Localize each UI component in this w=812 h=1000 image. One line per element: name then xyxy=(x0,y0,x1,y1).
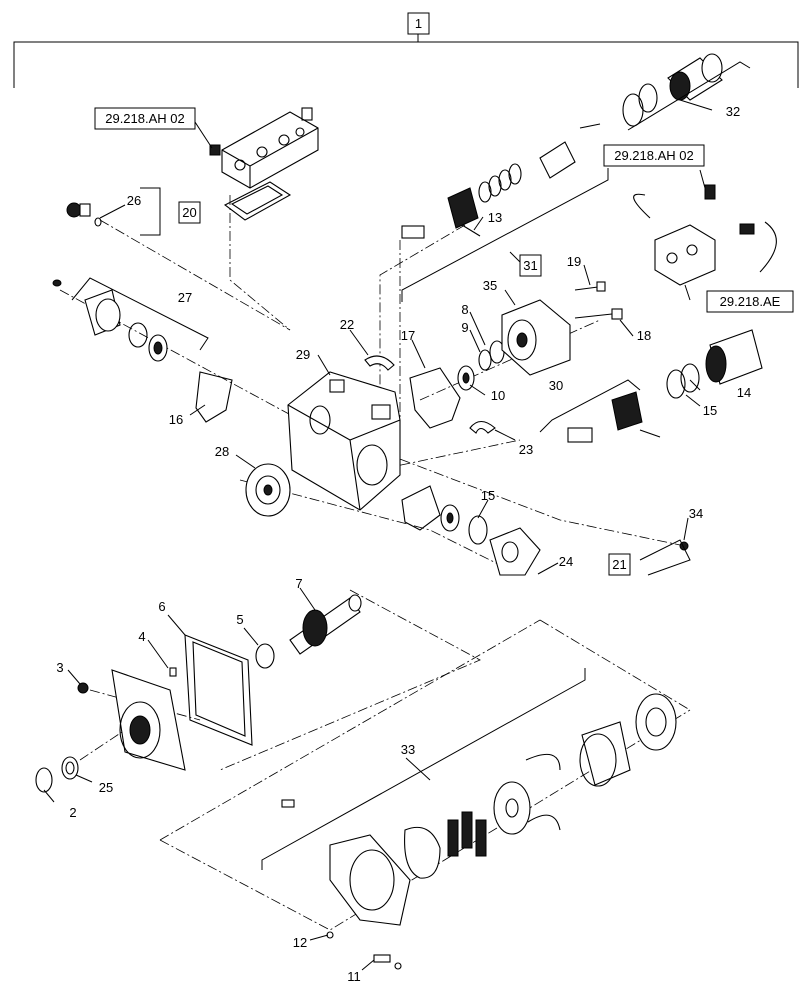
bracket-27 xyxy=(71,277,209,351)
part-27-cover-bearing xyxy=(52,279,168,362)
bracket-30 xyxy=(539,379,641,433)
ref-label-ah02-left: 29.218.AH 02 xyxy=(105,111,185,126)
assembly-bracket xyxy=(13,34,799,88)
callout-6[interactable]: 6 xyxy=(158,599,165,614)
callout-19[interactable]: 19 xyxy=(567,254,581,269)
callout-35[interactable]: 35 xyxy=(483,278,497,293)
callout-32[interactable]: 32 xyxy=(726,104,740,119)
ref-label-ae: 29.218.AE xyxy=(720,294,781,309)
valve-gasket xyxy=(223,181,292,221)
callout-15-lower[interactable]: 15 xyxy=(481,488,495,503)
callout-14[interactable]: 14 xyxy=(737,385,751,400)
callout-5[interactable]: 5 xyxy=(236,612,243,627)
callout-2[interactable]: 2 xyxy=(69,805,76,820)
callout-27[interactable]: 27 xyxy=(178,290,192,305)
callout-20-label: 20 xyxy=(182,205,196,220)
part-32-servo-piston xyxy=(622,53,723,127)
callout-7[interactable]: 7 xyxy=(295,576,302,591)
callout-17[interactable]: 17 xyxy=(401,328,415,343)
part-4-pin xyxy=(169,667,177,677)
callout-18[interactable]: 18 xyxy=(637,328,651,343)
part-31-spring-assembly xyxy=(401,123,601,239)
part-2-snap-ring xyxy=(35,767,53,793)
bracket-33 xyxy=(261,668,586,870)
bracket-21 xyxy=(639,539,691,576)
callout-30[interactable]: 30 xyxy=(549,378,563,393)
callout-33[interactable]: 33 xyxy=(401,742,415,757)
callout-34[interactable]: 34 xyxy=(689,506,703,521)
control-valve-block xyxy=(209,107,319,189)
part-16-gasket xyxy=(195,371,233,423)
bracket-20 xyxy=(140,187,161,236)
part-26-plug xyxy=(66,202,102,227)
callout-13[interactable]: 13 xyxy=(488,210,502,225)
ref-box-ae[interactable]: 29.218.AE xyxy=(706,290,794,313)
callout-10[interactable]: 10 xyxy=(491,388,505,403)
part-callouts: 2 3 4 5 6 7 8 9 10 11 12 13 14 15 15 16 … xyxy=(56,104,751,984)
part-23-half-ring xyxy=(469,420,496,434)
callout-16[interactable]: 16 xyxy=(169,412,183,427)
bracket-32 xyxy=(627,61,751,131)
part-5-bearing xyxy=(255,643,275,669)
part-14-servo-sleeve xyxy=(705,329,763,385)
part-15-ring-upper xyxy=(666,363,700,399)
part-25-seal xyxy=(61,756,79,780)
callout-20-box[interactable]: 20 xyxy=(178,201,201,224)
ref-box-ah02-left[interactable]: 29.218.AH 02 xyxy=(94,107,196,130)
part-6-gasket xyxy=(184,634,253,746)
callout-15-upper[interactable]: 15 xyxy=(703,403,717,418)
part-9-ring xyxy=(478,349,492,371)
callout-22[interactable]: 22 xyxy=(340,317,354,332)
part-35-end-cap xyxy=(501,299,571,376)
part-18-bolt xyxy=(574,308,623,320)
callout-31-label: 31 xyxy=(523,258,537,273)
callout-4[interactable]: 4 xyxy=(138,629,145,644)
callout-28[interactable]: 28 xyxy=(215,444,229,459)
part-29-pump-housing xyxy=(287,371,401,511)
callout-11[interactable]: 11 xyxy=(347,969,361,984)
callout-24[interactable]: 24 xyxy=(559,554,573,569)
callout-21-label: 21 xyxy=(612,557,626,572)
callout-23[interactable]: 23 xyxy=(519,442,533,457)
part-17-gasket xyxy=(409,367,461,429)
piston-set xyxy=(447,811,487,857)
callout-1-box[interactable]: 1 xyxy=(407,12,430,35)
part-28-port-plate xyxy=(245,463,291,517)
callout-3[interactable]: 3 xyxy=(56,660,63,675)
part-flange-housing xyxy=(111,669,186,771)
part-gasket-lower xyxy=(401,485,441,531)
callout-8[interactable]: 8 xyxy=(461,302,468,317)
callout-31-box[interactable]: 31 xyxy=(519,254,542,277)
part-24-cover xyxy=(489,527,541,576)
part-15-ring-lower xyxy=(468,515,488,545)
callout-21-box[interactable]: 21 xyxy=(608,553,631,576)
callout-25[interactable]: 25 xyxy=(99,780,113,795)
part-33-rotating-group xyxy=(281,693,677,926)
part-bearing-lower xyxy=(440,504,460,532)
callout-26[interactable]: 26 xyxy=(127,193,141,208)
callout-29[interactable]: 29 xyxy=(296,347,310,362)
part-3-bolt xyxy=(77,682,89,694)
part-30-spring-assembly xyxy=(567,391,661,443)
ref-box-ah02-right[interactable]: 29.218.AH 02 xyxy=(603,144,705,167)
callout-9[interactable]: 9 xyxy=(461,320,468,335)
ref-label-ah02-right: 29.218.AH 02 xyxy=(614,148,694,163)
callout-1-label: 1 xyxy=(415,16,422,31)
part-22-half-ring xyxy=(364,355,395,371)
part-7-drive-shaft xyxy=(289,594,362,655)
leader-lines xyxy=(43,121,706,971)
part-10-bearing xyxy=(457,365,475,391)
part-11-pin xyxy=(373,954,402,970)
bracket-31 xyxy=(401,168,609,302)
right-valve-block xyxy=(633,184,777,286)
assembly-lines xyxy=(59,195,691,931)
callout-12[interactable]: 12 xyxy=(293,935,307,950)
part-19-bolt xyxy=(574,281,606,292)
